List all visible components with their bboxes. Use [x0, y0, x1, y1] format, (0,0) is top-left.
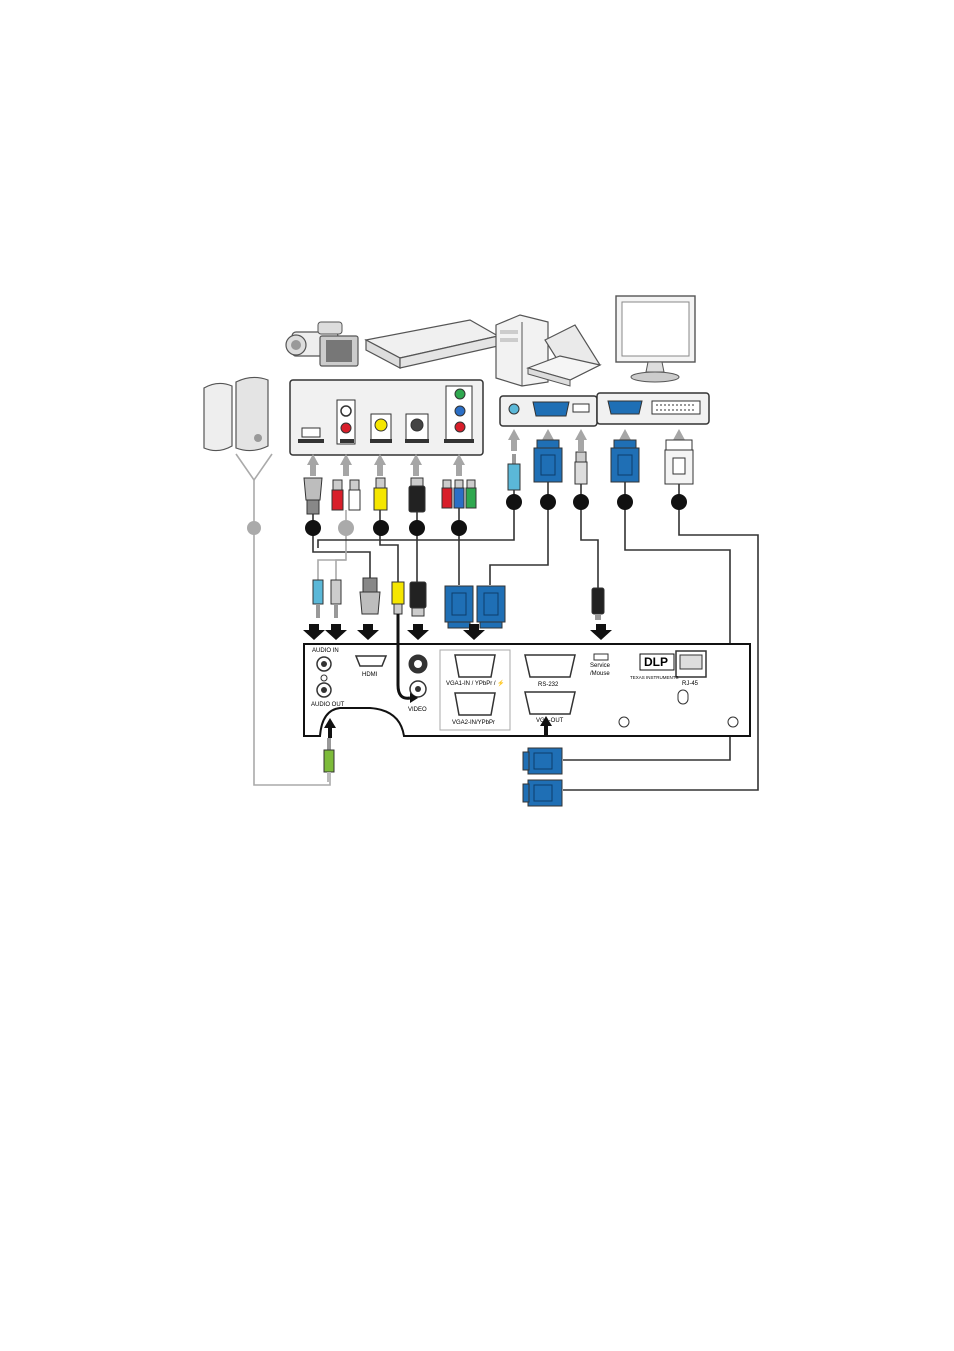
- svideo-plug-bottom: [409, 581, 427, 617]
- audio-rca-plugs-top: [331, 479, 361, 511]
- label-audio-in: AUDIO IN: [312, 648, 339, 654]
- vga-plug-top-monitor: [610, 439, 640, 483]
- camcorder-icon: [285, 321, 359, 367]
- audio-jack-plugs-bottom: [312, 579, 342, 618]
- audio-jack-plug-top: [507, 454, 521, 491]
- label-vga-out: VGA-OUT: [536, 718, 564, 724]
- label-hdmi: HDMI: [362, 672, 378, 678]
- video-cable-curve: [396, 614, 411, 700]
- usb-plug-top: [574, 451, 588, 485]
- label-audio-out: AUDIO OUT: [311, 702, 345, 708]
- audio-out-plug: [323, 738, 335, 782]
- vga-plugs-bottom: [444, 585, 506, 629]
- monitor-port-panel: [596, 392, 710, 425]
- label-service-mouse: /Mouse: [590, 671, 610, 677]
- vga-out-plugs: [522, 747, 563, 807]
- monitor-icon: [615, 295, 696, 383]
- laptop-icon: [526, 324, 602, 387]
- svideo-plug-top: [408, 477, 426, 513]
- dlp-logo: DLP: [644, 655, 668, 669]
- video-plug-bottom: [391, 581, 405, 615]
- label-vga1: VGA1-IN / YPbPr / ⚡: [446, 679, 505, 687]
- label-video: VIDEO: [408, 707, 427, 713]
- video-rca-plug-top: [373, 477, 388, 511]
- hdmi-plug-bottom: [359, 577, 381, 615]
- dvi-plug-top: [664, 439, 694, 485]
- dvd-player-icon: [364, 319, 500, 369]
- projector-rear-panel: [303, 643, 751, 737]
- up-arrows-black: [324, 716, 552, 738]
- ti-logo-text: TEXAS INSTRUMENTS: [630, 675, 679, 680]
- computer-port-panel: [499, 395, 598, 427]
- callout-circles: [247, 494, 687, 536]
- label-rj45: RJ-45: [682, 681, 699, 687]
- av-source-port-panel: [289, 379, 484, 456]
- down-arrows: [303, 624, 612, 640]
- speakers-icon: [203, 376, 269, 452]
- component-plugs-top: [441, 479, 477, 509]
- label-service: Service: [590, 663, 611, 669]
- hdmi-plug-top: [303, 477, 323, 515]
- vga-plug-top-computer: [533, 439, 563, 483]
- label-vga2: VGA2-IN/YPbPr: [452, 720, 495, 726]
- label-rs232: RS-232: [538, 682, 559, 688]
- mini-usb-plug-bottom: [591, 587, 605, 620]
